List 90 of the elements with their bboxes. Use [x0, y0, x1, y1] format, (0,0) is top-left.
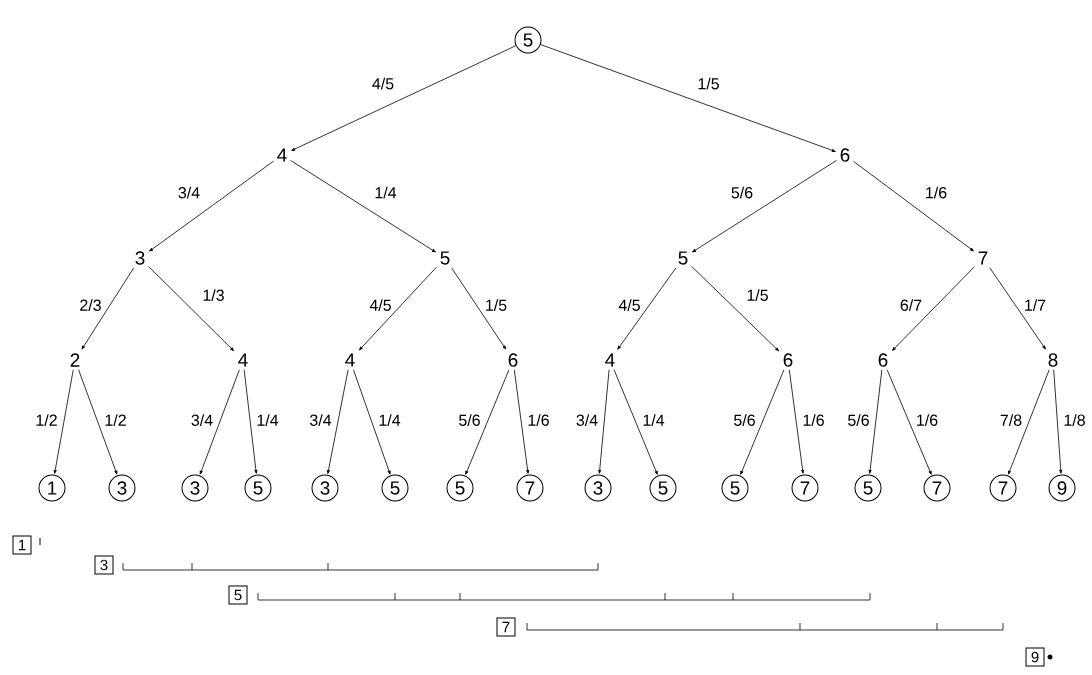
number: 4 [277, 148, 287, 162]
arrow [853, 160, 974, 252]
arrow [465, 369, 510, 475]
edge-label: 5/6 [732, 413, 757, 427]
number: 7 [978, 251, 988, 265]
circled-number: 7 [923, 474, 951, 502]
arrow [886, 369, 932, 475]
edge-label: 3/4 [308, 413, 333, 427]
edge-label: 1/4 [641, 413, 666, 427]
edge-label: 1/6 [914, 413, 940, 427]
arrow [692, 160, 837, 253]
edge-label: 3/4 [189, 413, 215, 427]
arrow [613, 369, 658, 475]
number: 6 [878, 353, 888, 367]
arrow [617, 267, 677, 350]
arrow [199, 369, 240, 475]
edge-label: 4/5 [617, 298, 642, 312]
edge-label: 3/4 [574, 413, 600, 427]
number: 5 [678, 251, 688, 265]
circled-number: 5 [649, 474, 677, 502]
number: 4 [345, 353, 355, 367]
circled-number: 5 [514, 26, 542, 54]
arrow [598, 369, 610, 474]
edge-label: 1/2 [34, 413, 59, 427]
boxed-number: 5 [228, 585, 248, 605]
arrow [148, 266, 234, 352]
circled-number: 9 [1048, 474, 1076, 502]
arrow [691, 265, 779, 352]
arrow [540, 44, 836, 152]
number: 4 [238, 353, 248, 367]
edge-label: 1/3 [201, 288, 226, 302]
boxed-number: 3 [94, 555, 114, 575]
arrow [740, 369, 785, 475]
circled-number: 3 [311, 474, 339, 502]
circled-number: 5 [721, 474, 749, 502]
circled-number: 5 [381, 474, 409, 502]
edge-label: 5/6 [457, 413, 482, 427]
arrow [892, 266, 975, 351]
edge-label: 5/6 [846, 413, 871, 427]
arrow [989, 267, 1046, 350]
boxed-number: 1 [12, 535, 32, 555]
arrow [868, 369, 883, 474]
circled-number: 5 [854, 474, 882, 502]
number: 5 [440, 251, 450, 265]
circled-number: 7 [791, 474, 819, 502]
arrow [81, 267, 135, 350]
number: 2 [70, 353, 80, 367]
arrow [149, 160, 274, 252]
arrow [1053, 369, 1063, 474]
arrow [353, 369, 391, 475]
edge-label: 1/7 [1022, 298, 1048, 312]
arrow [243, 369, 258, 474]
edge-label: 1/4 [377, 413, 402, 427]
number: 6 [840, 148, 850, 162]
circled-number: 5 [244, 474, 272, 502]
circled-number: 7 [516, 474, 544, 502]
circled-number: 5 [446, 474, 474, 502]
circled-number: 3 [108, 474, 136, 502]
arrow [290, 159, 436, 253]
number: 6 [783, 353, 793, 367]
edge-label: 1/5 [745, 288, 770, 302]
arrow [788, 369, 805, 474]
circled-number: 3 [584, 474, 612, 502]
arrow [78, 369, 118, 475]
edge-label: 1/4 [255, 413, 280, 427]
number: 4 [605, 353, 615, 367]
edge-label: 1/2 [103, 413, 128, 427]
arrow [326, 369, 349, 474]
arrow [358, 266, 437, 351]
edge-label: 1/5 [483, 298, 509, 312]
arrow [291, 45, 517, 151]
boxed-number: 7 [496, 617, 516, 637]
edge-label: 1/6 [801, 413, 826, 427]
circled-number: 3 [181, 474, 209, 502]
arrow [53, 369, 74, 474]
circled-number: 1 [38, 474, 66, 502]
edge-label: 1/6 [526, 413, 551, 427]
number: 3 [135, 251, 145, 265]
arrow [451, 267, 507, 350]
edge-label: 6/7 [898, 298, 924, 312]
edge-label: 2/3 [78, 298, 103, 312]
edge-label: 1/8 [1062, 413, 1087, 427]
number: 8 [1048, 353, 1058, 367]
arrow [513, 369, 530, 474]
edge-label: 4/5 [368, 298, 393, 312]
arrow [1008, 369, 1050, 475]
circled-number: 7 [989, 474, 1017, 502]
boxed-number: 9 [1025, 647, 1045, 667]
edge-label: 7/8 [998, 413, 1024, 427]
number: 6 [508, 353, 518, 367]
